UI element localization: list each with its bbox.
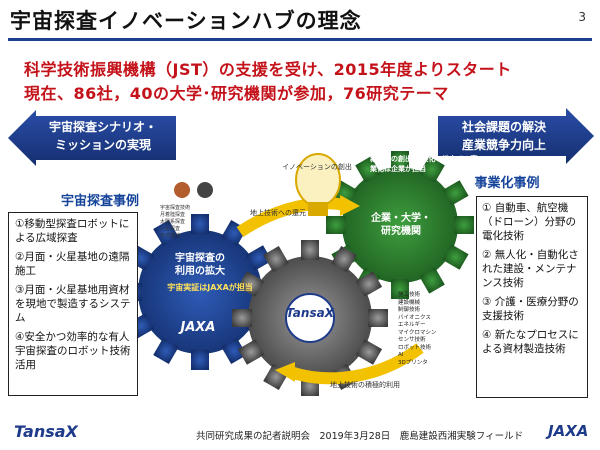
green-top-label: 新産業の創出 事業化・地上での事業化は企業が担当 <box>370 154 480 174</box>
list-item: ② 無人化・自動化された建設・メンテナンス技術 <box>482 249 579 289</box>
planet-label-list: 宇宙探査技術 月着陸探査 太陽系探査 火星探査 天然基地 <box>160 205 230 240</box>
green-gear-line-2: 研究機関 <box>381 226 421 237</box>
list-item: ③月面・火星基地用資材を現地で製造するシステム <box>15 284 131 324</box>
jaxa-gear-line-1: 宇宙探査の <box>175 253 225 264</box>
planet-label: 太陽系探査 <box>160 219 186 225</box>
list-item: ④ 新たなプロセスによる資材製造技術 <box>482 329 579 355</box>
innovation-label: イノベーションの創出 <box>282 163 352 171</box>
left-case-list: ①移動型探査ロボットによる広域探査 ②月面・火星基地の遠隔施工 ③月面・火星基地… <box>8 212 138 396</box>
flow-bottom-label: 地上技術の積極的利用 <box>330 381 400 389</box>
title-divider <box>8 38 592 41</box>
list-item: ①移動型探査ロボットによる広域探査 <box>15 218 130 244</box>
footer-jaxa-logo: JAXA <box>548 422 589 440</box>
right-case-list: ① 自動車、航空機（ドローン）分野の電化技術 ② 無人化・自動化された建設・メン… <box>476 196 588 398</box>
list-item: ②月面・火星基地の遠隔施工 <box>15 251 130 277</box>
right-arrow-line-1: 社会課題の解決 <box>461 120 546 134</box>
innovation-bulb-icon <box>295 153 341 216</box>
list-item: ③ 介護・医療分野の支援技術 <box>482 296 579 322</box>
left-case-title: 宇宙探査事例 <box>60 194 139 209</box>
right-arrow-line-2: 産業競争力向上 <box>461 138 546 152</box>
tech-item: エネルギー <box>398 322 426 328</box>
planet-label: 月着陸探査 <box>160 212 186 218</box>
lead-line-1: 科学技術振興機構（JST）の支援を受け、2015年度よりスタート <box>24 60 512 79</box>
tech-item: AI <box>398 352 404 358</box>
tech-item: 施工技術 <box>398 292 421 298</box>
jaxa-gear-line-2: 利用の拡大 <box>175 266 225 277</box>
left-arrow-line-1: 宇宙探査シナリオ・ <box>48 120 157 134</box>
planet-moon-icon <box>197 182 213 198</box>
page-number: 3 <box>578 10 586 24</box>
jaxa-gear-caption: 宇宙実証はJAXAが担当 <box>167 283 253 292</box>
tech-item: 制御技術 <box>398 307 421 313</box>
footer-tansax-logo: TansaX <box>14 422 78 441</box>
tansax-center-logo: TansaX <box>286 306 334 320</box>
tech-item: バイオニクス <box>398 314 431 321</box>
green-top-left: 新産業の創出 <box>370 155 412 163</box>
planet-label: 宇宙探査技術 <box>160 205 191 211</box>
left-arrow-line-2: ミッションの実現 <box>54 138 151 152</box>
tech-list: 施工技術 建設機械 制御技術 バイオニクス エネルギー マイクロマシン センサ技… <box>398 292 468 367</box>
green-top-right: 事業化・地上での事業化は企業が担当 <box>370 155 478 173</box>
planet-label: 天然基地 <box>160 233 181 239</box>
right-arrow-label: 社会課題の解決 産業競争力向上 <box>446 118 562 154</box>
planet-label: 火星探査 <box>160 226 181 232</box>
planet-mars-icon <box>174 182 190 198</box>
right-case-title: 事業化事例 <box>474 176 540 191</box>
lead-line-2: 現在、86社，40の大学･研究機関が参加，76研究テーマ <box>24 84 449 103</box>
left-arrow-icon <box>8 110 176 166</box>
tech-item: 3Dプリンタ <box>398 359 428 366</box>
left-arrow-label: 宇宙探査シナリオ・ ミッションの実現 <box>38 118 168 154</box>
green-gear-line-1: 企業・大学・ <box>371 213 431 224</box>
tech-item: 建設機械 <box>398 299 421 306</box>
tansax-gear-icon <box>232 240 388 396</box>
flow-top-label: 地上技術への還元 <box>250 209 306 217</box>
tech-item: センサ技術 <box>398 337 426 343</box>
list-item: ④安全かつ効率的な有人宇宙探査のロボット技術活用 <box>15 331 131 371</box>
jaxa-gear-logo: JAXA <box>180 320 216 335</box>
industry-gear-icon <box>326 151 474 299</box>
tech-item: マイクロマシン <box>398 329 437 336</box>
green-gear-label: 企業・大学・ 研究機関 <box>366 212 436 238</box>
page-title: 宇宙探査イノベーションハブの理念 <box>10 9 362 33</box>
tech-item: ロボット技術 <box>398 344 432 351</box>
list-item: ① 自動車、航空機（ドローン）分野の電化技術 <box>482 202 576 242</box>
jaxa-gear-label: 宇宙探査の 利用の拡大 <box>168 252 232 278</box>
flow-arrow-top-icon <box>236 197 347 238</box>
jaxa-gear-icon <box>122 214 278 370</box>
flow-arrow-bottom-icon <box>288 343 424 385</box>
right-arrow-icon <box>438 108 594 164</box>
footer-text: 共同研究成果の記者説明会 2019年3月28日 鹿島建設西湘実験フィールド <box>196 431 524 442</box>
